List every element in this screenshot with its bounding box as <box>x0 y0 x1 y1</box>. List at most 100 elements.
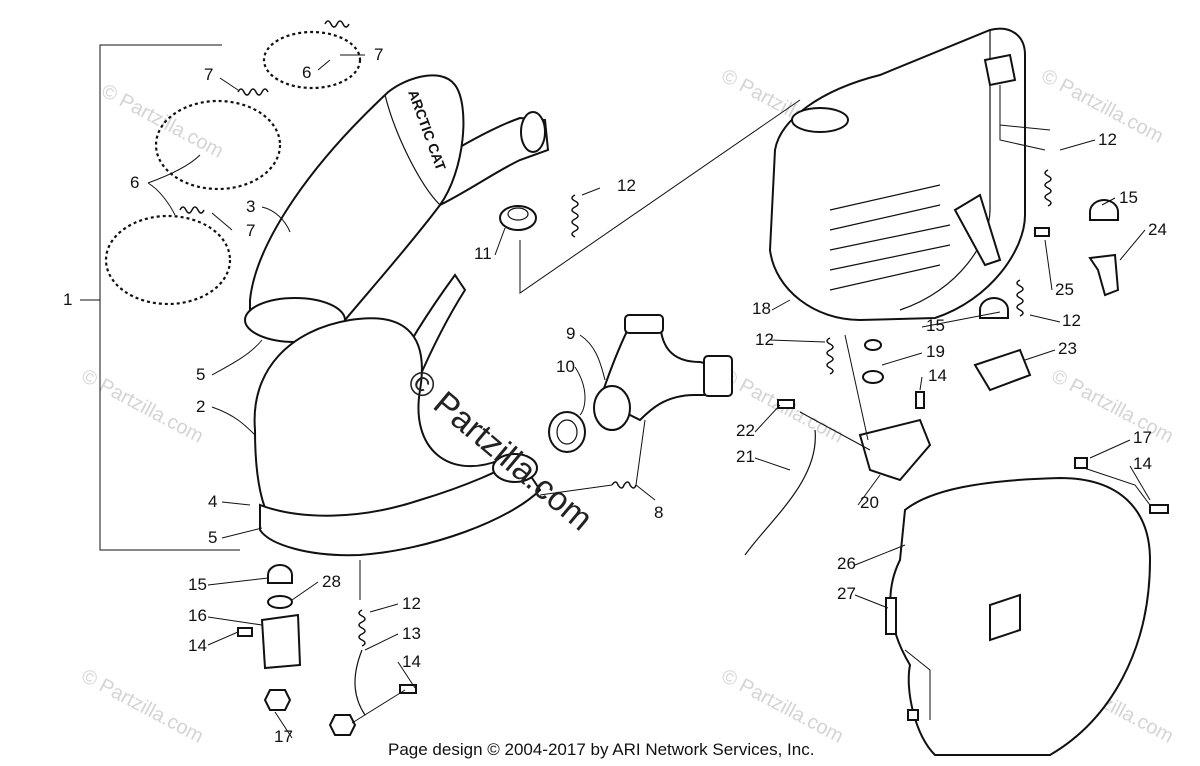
callout-8: 8 <box>654 503 663 522</box>
callout-leaders <box>147 54 1151 739</box>
callout-labels: 1 2 3 4 5 5 6 6 7 7 7 8 9 10 11 12 12 12… <box>63 45 1167 746</box>
clamp-rings <box>104 20 362 306</box>
mount-plate <box>973 348 1032 392</box>
rubber-grommet <box>267 564 293 584</box>
watermark: © Partzilla.com <box>78 665 207 748</box>
watermark: © Partzilla.com <box>98 80 227 163</box>
callout-25: 25 <box>1055 280 1074 299</box>
callout-14: 14 <box>188 636 207 655</box>
callout-5: 5 <box>208 528 217 547</box>
leader-line <box>317 59 331 71</box>
leader-line <box>881 311 1056 391</box>
gasket-hole <box>556 419 578 445</box>
leader-line <box>1089 439 1151 501</box>
callout-12: 12 <box>755 330 774 349</box>
callout-4: 4 <box>208 492 217 511</box>
silencer-assembly <box>768 27 1051 322</box>
grommet <box>499 205 537 231</box>
silencer-bracket-lower <box>858 418 932 482</box>
guard-assembly <box>885 457 1169 756</box>
callout-19: 19 <box>926 342 945 361</box>
clamp-ring-large <box>104 214 232 306</box>
leader-line <box>207 577 319 739</box>
callout-23: 23 <box>1058 339 1077 358</box>
leader-line <box>147 154 201 216</box>
muffler-outlet-pipe <box>428 116 550 207</box>
ring-spring <box>179 206 205 214</box>
callout-17: 17 <box>1133 428 1152 447</box>
callout-5: 5 <box>196 365 205 384</box>
callout-12: 12 <box>617 176 636 195</box>
rubber-grommet <box>979 297 1009 319</box>
leader-line <box>494 187 601 256</box>
callout-15: 15 <box>926 316 945 335</box>
callout-12: 12 <box>1098 130 1117 149</box>
callout-14: 14 <box>402 652 421 671</box>
leader-line <box>799 334 871 451</box>
ring-spring <box>324 20 350 28</box>
page-credit: Page design © 2004-2017 by ARI Network S… <box>388 740 814 759</box>
callout-2: 2 <box>196 397 205 416</box>
silencer-edge <box>899 30 991 311</box>
mount-bracket <box>260 613 302 670</box>
tension-spring <box>571 194 579 238</box>
clamp-ring-small <box>262 30 362 90</box>
callout-24: 24 <box>1148 220 1167 239</box>
muffler-seam <box>384 94 441 206</box>
rubber-grommet <box>1089 199 1119 221</box>
nut <box>263 689 292 711</box>
callout-17: 17 <box>274 727 293 746</box>
bolt <box>1149 504 1169 514</box>
tension-spring <box>358 609 366 647</box>
silencer-body <box>768 27 1026 322</box>
y-pipe-port-side <box>703 355 733 397</box>
y-pipe-spring <box>611 481 637 489</box>
washer <box>267 595 293 609</box>
guard-cutout <box>989 593 1021 642</box>
nut <box>328 714 357 736</box>
callout-18: 18 <box>752 299 771 318</box>
head-pipe-lower-bend <box>259 458 542 557</box>
callout-28: 28 <box>322 572 341 591</box>
callout-16: 16 <box>188 606 207 625</box>
assembly-bracket <box>80 44 240 551</box>
nut <box>1074 457 1088 469</box>
callout-6: 6 <box>302 63 311 82</box>
clamp-ring-medium <box>154 99 282 191</box>
leader-line <box>211 54 365 231</box>
leader-line <box>999 85 1051 151</box>
bolt <box>399 684 417 694</box>
callout-7: 7 <box>246 221 255 240</box>
callout-22: 22 <box>736 421 755 440</box>
top-mount-bracket <box>983 53 1017 87</box>
watermark: © Partzilla.com <box>78 365 207 448</box>
tension-spring <box>1016 279 1024 317</box>
callout-12: 12 <box>402 594 421 613</box>
watermark: © Partzilla.com <box>1048 365 1177 448</box>
leader-line <box>539 419 656 501</box>
callout-14: 14 <box>1133 454 1152 473</box>
callout-13: 13 <box>402 624 421 643</box>
bolt <box>237 627 253 637</box>
silencer-inlet-tube <box>791 107 849 133</box>
tension-spring <box>1044 169 1052 207</box>
leader-line <box>769 299 1061 343</box>
leader-line <box>351 560 406 724</box>
bolt <box>777 399 795 409</box>
callout-7: 7 <box>204 65 213 84</box>
leader-line <box>364 603 416 689</box>
y-pipe <box>598 316 726 422</box>
y-pipe-assembly <box>539 314 733 501</box>
washer-clip <box>907 709 919 721</box>
grommet-hole <box>507 207 529 221</box>
callout-21: 21 <box>736 447 755 466</box>
ground-wire <box>744 429 816 556</box>
callout-9: 9 <box>566 324 575 343</box>
callout-15: 15 <box>188 575 207 594</box>
tension-spring <box>826 337 834 375</box>
small-bolt <box>1034 227 1050 237</box>
leader-line <box>574 334 606 416</box>
leader-line <box>211 339 263 539</box>
washer <box>864 339 882 351</box>
callout-7: 7 <box>374 45 383 64</box>
